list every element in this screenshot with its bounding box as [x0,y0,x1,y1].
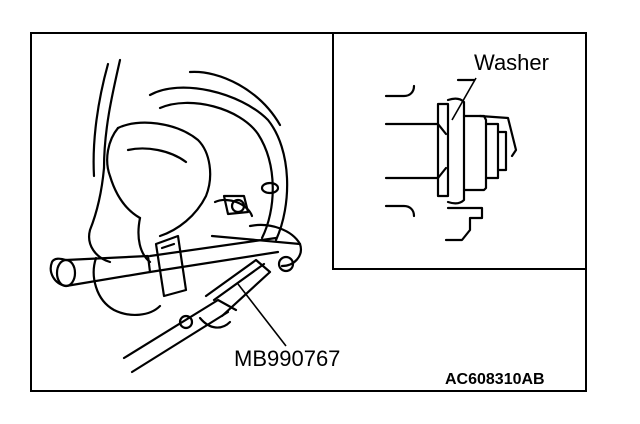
tool-mb990767 [122,255,295,374]
knuckle-and-rotor [88,58,302,316]
tool-leader-line [237,283,287,347]
screwdriver [49,234,280,298]
washer-detail [384,78,518,242]
washer-label: Washer [474,50,549,75]
tool-label: MB990767 [234,346,341,371]
inset-frame [332,32,587,270]
washer-leader-line [451,77,477,121]
figure-code: AC608310AB [445,371,545,388]
